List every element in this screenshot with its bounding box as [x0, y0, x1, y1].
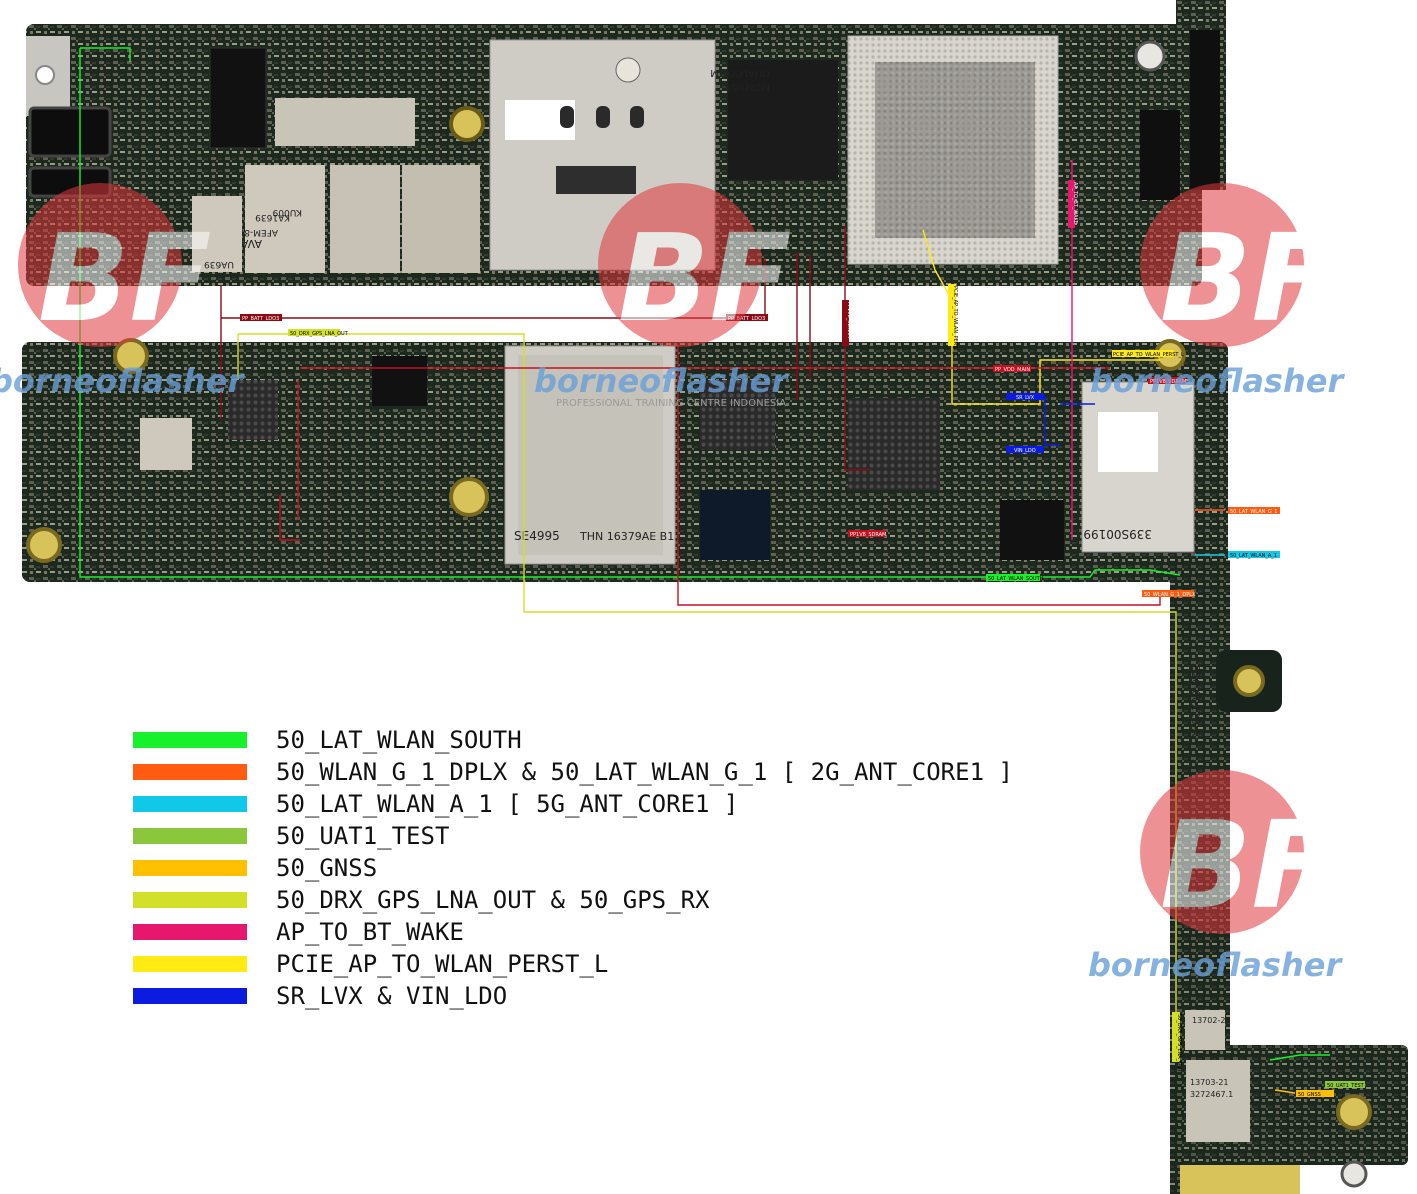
legend-item: AP_TO_BT_WAKE — [133, 916, 1093, 948]
legend-item: 50_WLAN_G_1_DPLX & 50_LAT_WLAN_G_1 [ 2G_… — [133, 756, 1093, 788]
chip-wifi-label: 339S00199 — [1083, 527, 1152, 541]
legend-swatch — [133, 796, 247, 812]
legend-swatch — [133, 892, 247, 908]
net-labels: PP_BATT_LDO3 50_DRX_GPS_LNA_OUT PP_BATT_… — [240, 180, 1365, 1098]
net-label: 50_DRX_GPS_LNA_OUT — [1176, 1014, 1182, 1073]
net-label: 50_LAT_WLAN_G_1 — [1230, 509, 1277, 515]
net-label: PP1V8_SDRAM — [846, 302, 852, 338]
watermarks: BF BF BF BF borneoflasher borneoflasher … — [0, 183, 1345, 984]
legend-item: 50_DRX_GPS_LNA_OUT & 50_GPS_RX — [133, 884, 1093, 916]
legend-label: PCIE_AP_TO_WLAN_PERST_L — [276, 950, 609, 978]
legend-swatch — [133, 988, 247, 1004]
chip-avago-part: AFEM-8065 — [227, 227, 278, 237]
chip-memory-part: THN 16379AE B1 — [579, 530, 674, 543]
legend-item: 50_UAT1_TEST — [133, 820, 1093, 852]
chip-avago-lot: KA1639 — [255, 212, 290, 222]
chip-avago-code: KU009 — [272, 207, 302, 217]
brand-watermark: borneoflasher — [1090, 362, 1345, 400]
legend-swatch — [133, 860, 247, 876]
brand-watermark: borneoflasher — [0, 362, 245, 400]
net-label: 50_LAT_WLAN_SOUTH — [988, 576, 1044, 582]
legend-swatch — [133, 828, 247, 844]
net-label: PP_VDD_MAIN — [995, 367, 1030, 373]
legend-swatch — [133, 924, 247, 940]
logo-bf-text: BF — [618, 210, 791, 349]
net-label: PP_BATT_LDO3 — [242, 316, 279, 322]
brand-watermark: borneoflasher — [1088, 946, 1343, 984]
legend-item: 50_LAT_WLAN_SOUTH — [133, 724, 1093, 756]
net-label: AP_TO_BT_WAKE — [1072, 182, 1078, 224]
top-board: AVAGO AFEM-8065 KA1639 KU009 UA639 QUALC… — [26, 0, 1226, 286]
legend-swatch — [133, 764, 247, 780]
legend-item: SR_LVX & VIN_LDO — [133, 980, 1093, 1012]
legend-swatch — [133, 732, 247, 748]
legend-label: 50_DRX_GPS_LNA_OUT & 50_GPS_RX — [276, 886, 710, 914]
net-label: PP1V8_SDRAM — [1150, 379, 1186, 385]
legend-swatch — [133, 956, 247, 972]
logo-bf: BF — [598, 183, 791, 349]
chip-13703-part: 3272467.1 — [1190, 1090, 1233, 1099]
chip-qualcomm — [728, 60, 838, 180]
net-label: SR_LVX — [1016, 395, 1035, 401]
net-label: 50_GNSS — [1298, 1092, 1321, 1098]
legend-item: 50_GNSS — [133, 852, 1093, 884]
brand-watermark: borneoflasher — [534, 362, 789, 400]
legend-label: 50_LAT_WLAN_SOUTH — [276, 726, 522, 754]
bottom-board: 13703-21 3272467.1 13702-20 820-00229-A … — [22, 338, 1408, 1194]
board-part-number: 820-00229-A — [1189, 665, 1202, 737]
chip-qualcomm-label: QUALCOMM — [710, 67, 770, 78]
net-label: VIN_LDO — [1014, 448, 1036, 454]
legend-label: 50_LAT_WLAN_A_1 [ 5G_ANT_CORE1 ] — [276, 790, 739, 818]
legend-label: AP_TO_BT_WAKE — [276, 918, 464, 946]
logo-bf-text: BF — [38, 210, 211, 349]
legend: 50_LAT_WLAN_SOUTH 50_WLAN_G_1_DPLX & 50_… — [133, 724, 1093, 1012]
net-label: PP1V8_SDRAM — [850, 532, 886, 538]
net-label: PCIE_AP_TO_WLAN_PERST_L — [1113, 352, 1184, 358]
net-label: 50_WLAN_G_1_DPLX — [1144, 592, 1196, 598]
brand-subtitle: PROFESSIONAL TRAINING CENTRE INDONESIA — [556, 398, 786, 409]
legend-item: PCIE_AP_TO_WLAN_PERST_L — [133, 948, 1093, 980]
net-label: PCIE_AP_TO_WLAN_PERST_L — [952, 286, 958, 357]
logo-bf-text: BF — [1160, 210, 1333, 349]
chip-13703-label: 13703-21 — [1190, 1078, 1229, 1087]
net-label: PP_BATT_LDO3 — [728, 316, 765, 322]
chip-ua639-label: UA639 — [204, 259, 234, 269]
legend-label: 50_UAT1_TEST — [276, 822, 450, 850]
net-label: 50_DRX_GPS_LNA_OUT — [290, 331, 349, 337]
chip-avago — [245, 165, 325, 273]
logo-bf-text: BF — [1160, 797, 1333, 936]
chip-memory-label: SE4995 — [514, 529, 560, 543]
logo-bf: BF — [1140, 770, 1333, 936]
logo-bf: BF — [18, 183, 211, 349]
legend-label: SR_LVX & VIN_LDO — [276, 982, 508, 1010]
legend-item: 50_LAT_WLAN_A_1 [ 5G_ANT_CORE1 ] — [133, 788, 1093, 820]
legend-label: 50_WLAN_G_1_DPLX & 50_LAT_WLAN_G_1 [ 2G_… — [276, 758, 1013, 786]
net-label: 50_UAT1_TEST — [1327, 1083, 1365, 1089]
chip-qualcomm-part: MDM9645 — [720, 81, 770, 92]
logo-bf: BF — [1140, 183, 1333, 349]
legend-label: 50_GNSS — [276, 854, 378, 882]
net-label: 50_LAT_WLAN_A_1 — [1230, 553, 1277, 559]
chip-13702-label: 13702-20 — [1192, 1016, 1231, 1025]
